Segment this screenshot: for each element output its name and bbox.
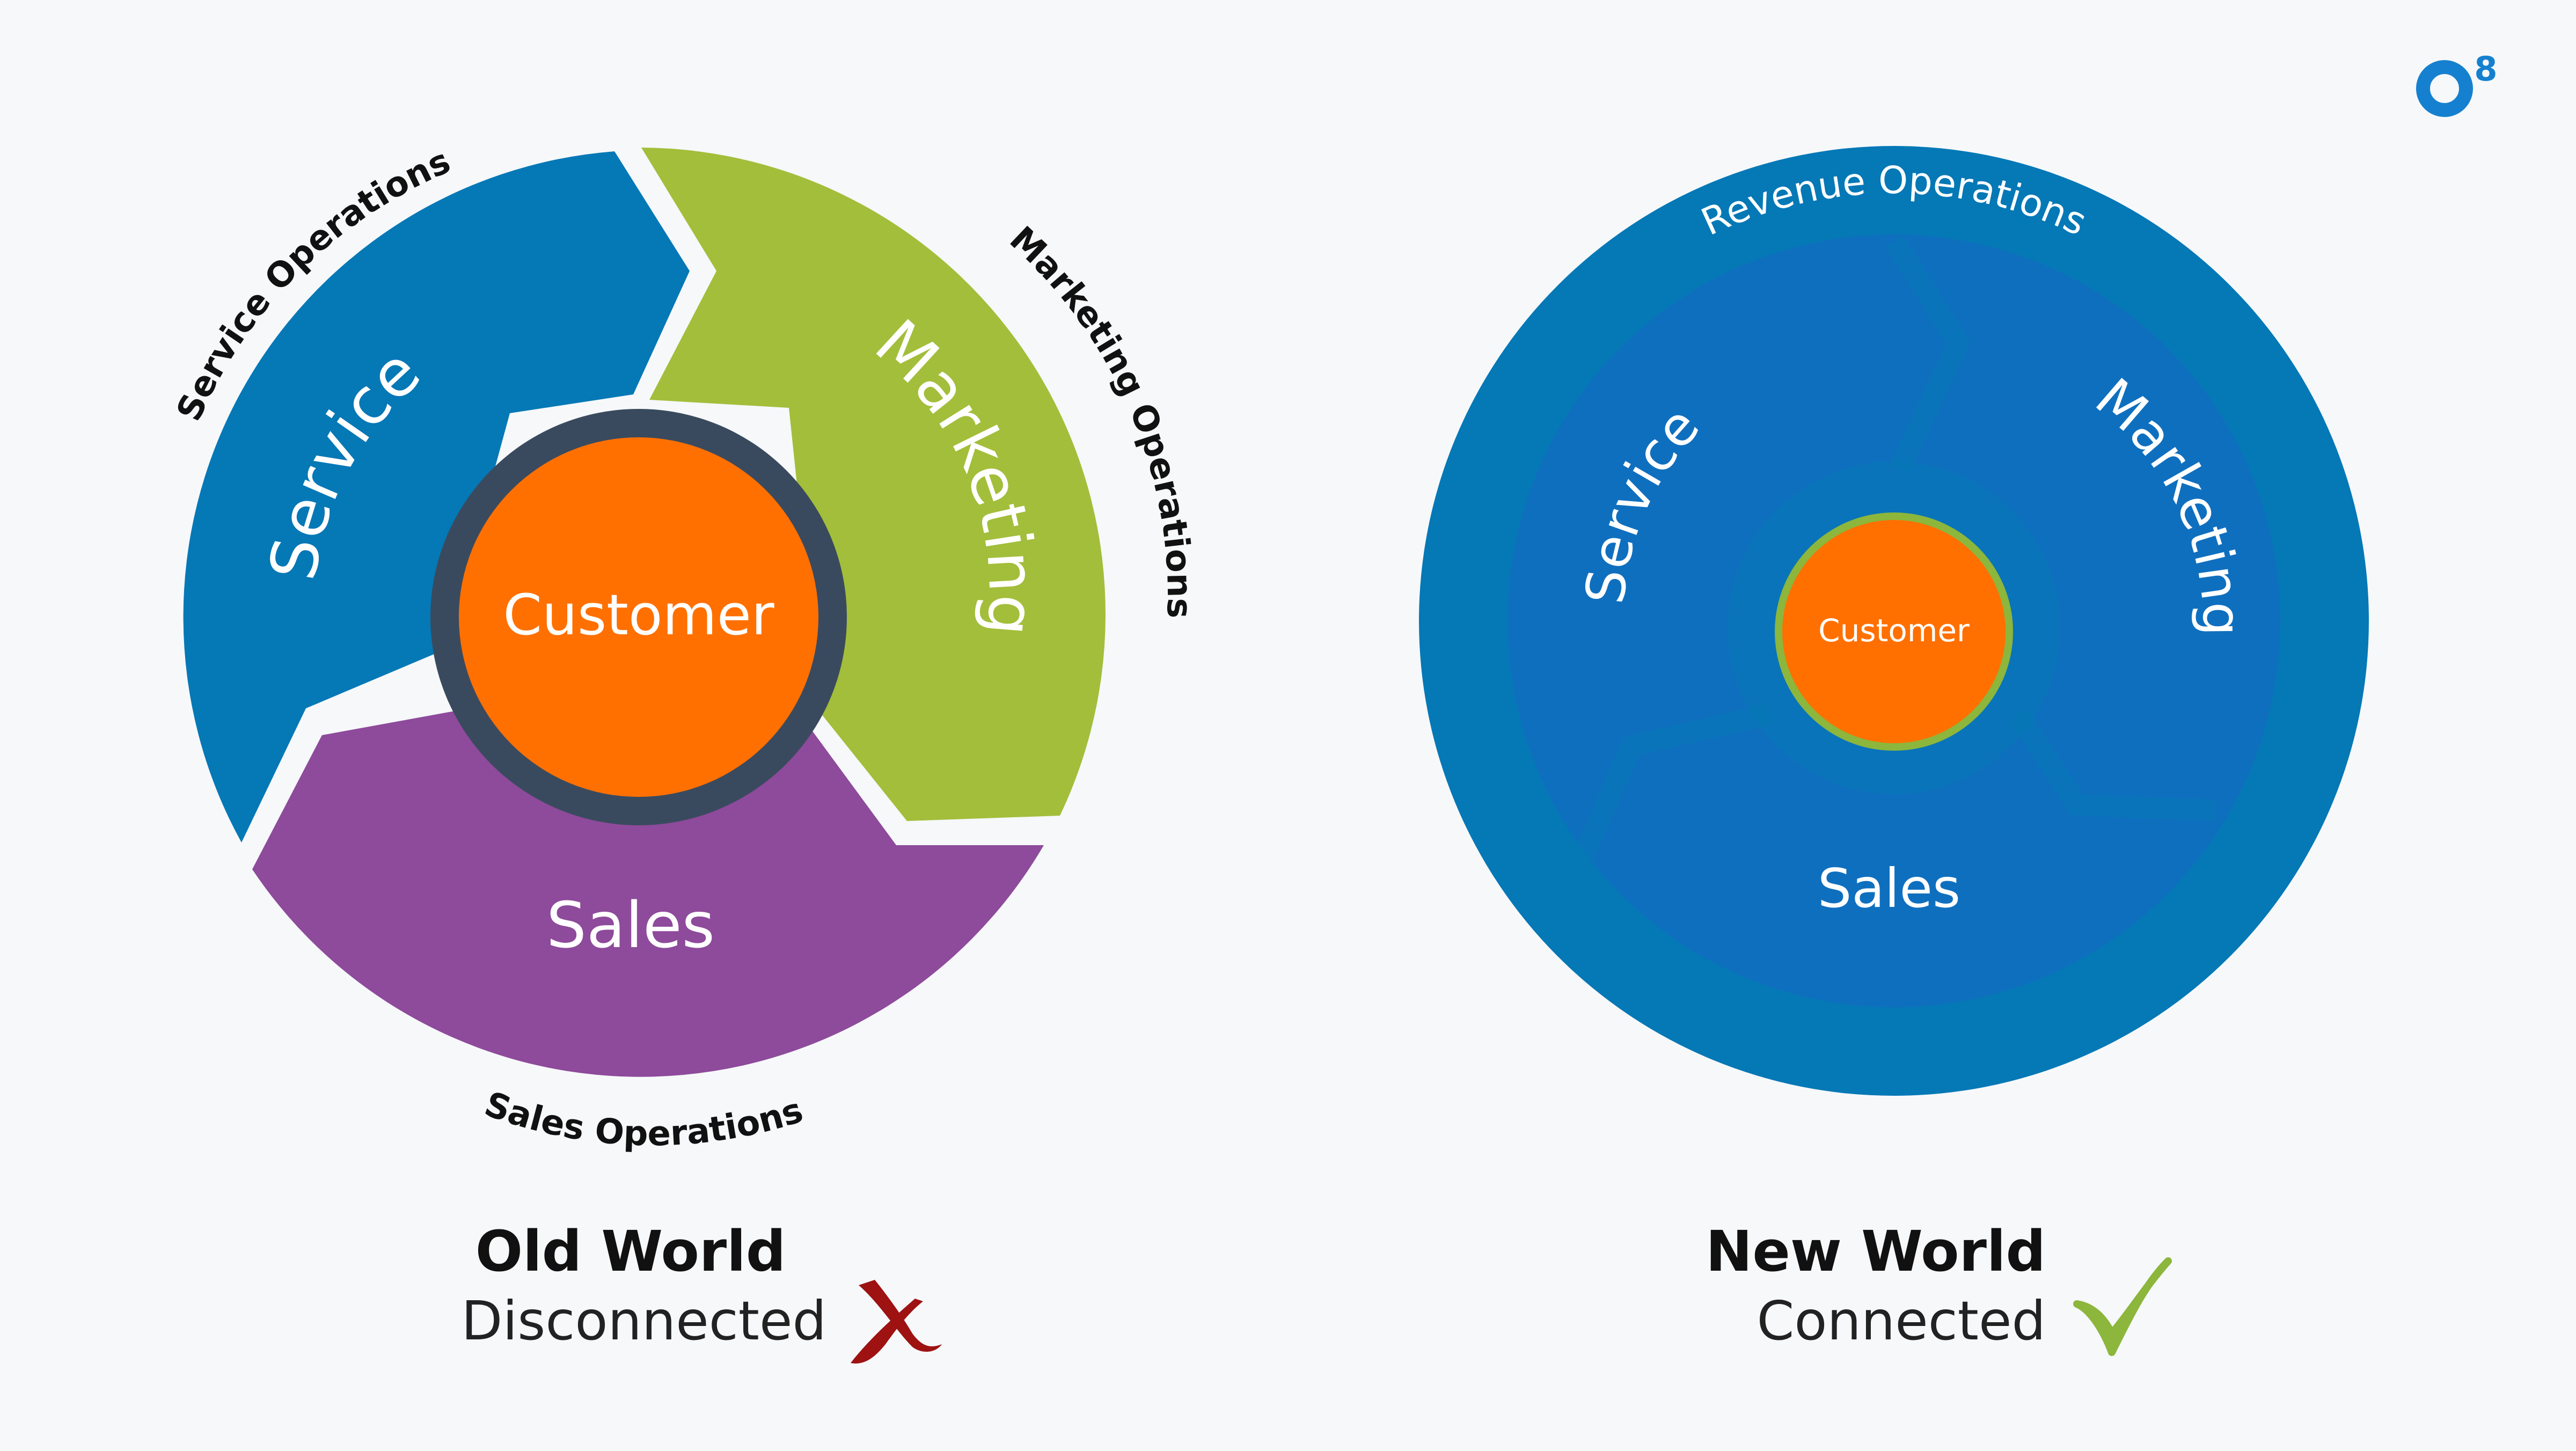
customer-label: Customer <box>1818 612 1970 649</box>
check-icon <box>2073 1257 2172 1356</box>
customer-label: Customer <box>503 582 774 648</box>
customer-circle <box>459 437 818 797</box>
new-world-caption: New World Connected <box>1706 1219 2172 1356</box>
segment-divider <box>2009 708 2217 821</box>
old-world-subtitle: Disconnected <box>461 1289 826 1352</box>
segment-divider <box>1568 703 1774 874</box>
sales-operations-label: Sales Operations <box>479 1084 808 1154</box>
cross-icon <box>851 1280 942 1364</box>
old-world-title: Old World <box>475 1219 786 1284</box>
new-world-title: New World <box>1706 1219 2046 1284</box>
old-world-diagram: Service Marketing Sales Customer Service… <box>170 142 1199 1154</box>
sales-segment-label: Sales <box>546 888 715 962</box>
new-world-subtitle: Connected <box>1757 1289 2046 1352</box>
sales-segment-label: Sales <box>1818 857 1960 920</box>
sales-segment <box>252 703 1044 1077</box>
logo: 8 <box>2416 49 2498 117</box>
new-world-diagram: Revenue Operations Service Marketing Sal… <box>1419 146 2369 1096</box>
logo-superscript: 8 <box>2474 49 2497 89</box>
logo-mark-icon <box>2416 60 2473 117</box>
segment-divider <box>1885 236 1971 472</box>
marketing-segment <box>641 148 1106 821</box>
customer-circle-fill <box>1782 520 2006 743</box>
service-segment <box>183 151 690 842</box>
old-world-caption: Old World Disconnected <box>461 1219 942 1364</box>
